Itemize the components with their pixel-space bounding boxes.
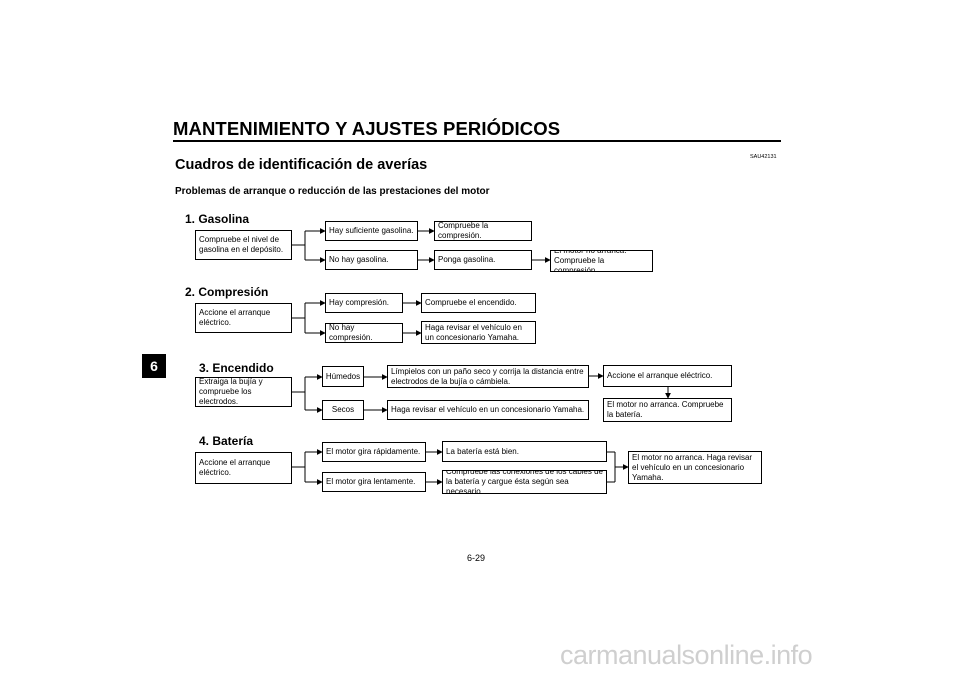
header-divider xyxy=(173,140,781,142)
chapter-tab: 6 xyxy=(142,354,166,378)
box-battery-ok: La batería está bien. xyxy=(442,441,607,462)
group-title-gasolina: 1. Gasolina xyxy=(185,212,250,226)
box-use-electric-starter: Accione el arranque eléctrico. xyxy=(195,303,292,333)
reference-code: SAU42131 xyxy=(750,154,777,160)
box-add-fuel: Ponga gasolina. xyxy=(434,250,532,270)
box-battery-start: Accione el arranque eléctrico. xyxy=(195,452,292,484)
box-electrodes-dry: Secos xyxy=(322,400,364,420)
section-title: Cuadros de identificación de averías xyxy=(175,157,428,173)
box-engine-turns-fast: El motor gira rápidamente. xyxy=(322,442,426,462)
box-use-starter-again: Accione el arranque eléctrico. xyxy=(603,365,732,387)
page-header-title: MANTENIMIENTO Y AJUSTES PERIÓDICOS xyxy=(173,118,561,139)
box-no-fuel: No hay gasolina. xyxy=(325,250,418,270)
box-check-compression: Compruebe la compresión. xyxy=(434,221,532,241)
box-electrodes-wet: Húmedos xyxy=(322,366,364,387)
page-number: 6-29 xyxy=(467,553,486,563)
group-title-encendido: 3. Encendido xyxy=(199,361,274,375)
box-engine-turns-slow: El motor gira lentamente. xyxy=(322,472,426,492)
section-subtitle: Problemas de arranque o reducción de las… xyxy=(175,186,490,197)
box-dealer-check-ignition: Haga revisar el vehículo en un concesion… xyxy=(387,400,589,420)
box-compression-ok: Hay compresión. xyxy=(325,293,403,313)
group-title-bateria: 4. Batería xyxy=(199,434,254,448)
group-title-compresion: 2. Compresión xyxy=(185,285,269,299)
box-check-ignition: Compruebe el encendido. xyxy=(421,293,536,313)
box-clean-electrodes: Límpielos con un paño seco y corrija la … xyxy=(387,365,589,388)
watermark: carmanualsonline.info xyxy=(560,640,813,670)
box-enough-fuel: Hay suficiente gasolina. xyxy=(325,221,418,241)
box-remove-spark-plug: Extraiga la bujía y compruebe los electr… xyxy=(195,377,292,407)
box-check-fuel-level: Compruebe el nivel de gasolina en el dep… xyxy=(195,230,292,260)
box-fuel-result: El motor no arranca. Compruebe la compre… xyxy=(550,250,653,272)
box-battery-final-result: El motor no arranca. Haga revisar el veh… xyxy=(628,451,762,484)
box-dealer-check-compression: Haga revisar el vehículo en un concesion… xyxy=(421,321,536,344)
box-check-battery-leads: Compruebe las conexiones de los cables d… xyxy=(442,470,607,494)
box-check-battery-result: El motor no arranca. Compruebe la baterí… xyxy=(603,398,732,422)
box-no-compression: No hay compresión. xyxy=(325,323,403,343)
